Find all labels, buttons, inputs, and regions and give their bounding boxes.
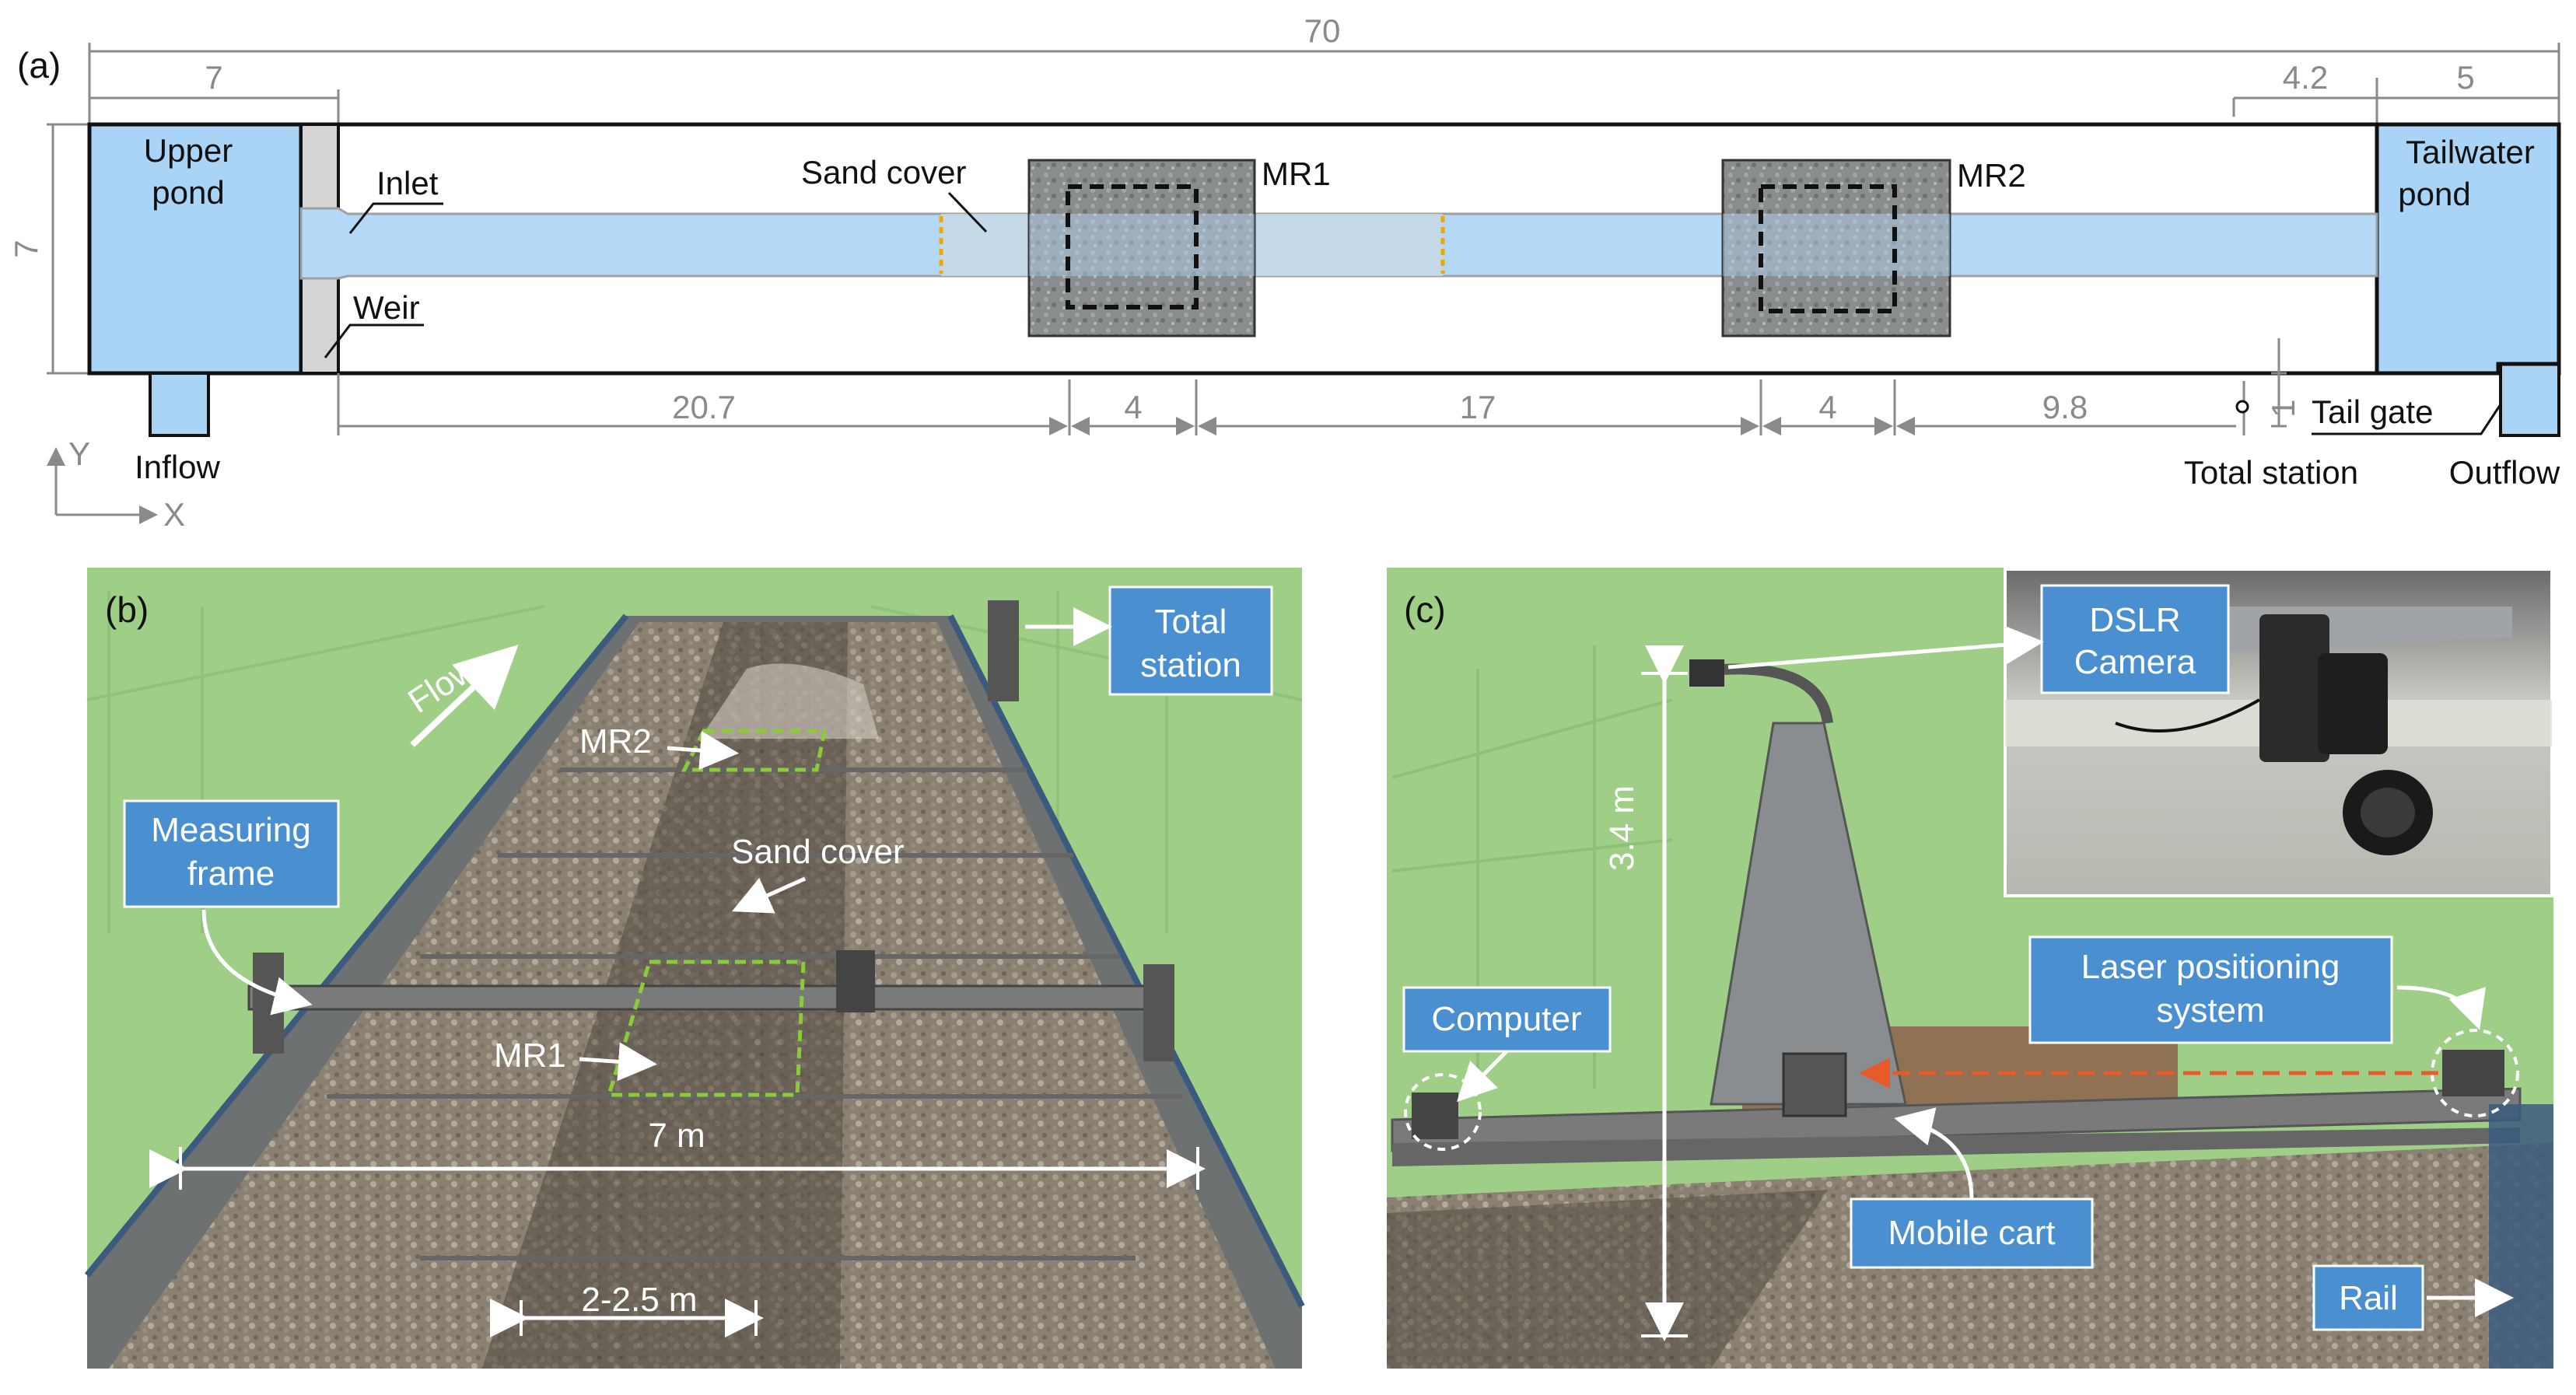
camera-boom bbox=[1710, 663, 1833, 725]
measuring-frame-box bbox=[123, 799, 340, 908]
outflow-pipe bbox=[2499, 362, 2560, 437]
mobile-cart-box bbox=[1782, 1052, 1847, 1117]
tailwater-pond-label-2: pond bbox=[2398, 176, 2470, 212]
dim-upper-length: 7 bbox=[205, 59, 222, 96]
computer-box bbox=[1402, 986, 1612, 1053]
axis-x-label: X bbox=[163, 496, 185, 533]
total-station-label: Total station bbox=[2184, 454, 2358, 491]
dslr-box bbox=[2040, 584, 2230, 694]
mr2-region bbox=[681, 729, 828, 772]
rail-side bbox=[2489, 1104, 2553, 1369]
mobile-cart-label: Mobile cart bbox=[1888, 1214, 2055, 1252]
sand-cover-label: Sand cover bbox=[801, 154, 966, 191]
upper-pond-label-2: pond bbox=[152, 174, 224, 211]
panel-c: (c) DSLR Camera 3.4 m Computer Laser pos… bbox=[1387, 568, 2553, 1369]
mobile-cart-box-label bbox=[1850, 1197, 2094, 1269]
axis-y-label: Y bbox=[68, 435, 90, 472]
computer-label: Computer bbox=[1431, 1000, 1581, 1038]
dim-tail-offset: 4.2 bbox=[2283, 59, 2328, 96]
total-station-marker bbox=[2235, 400, 2249, 414]
dslr-camera-body bbox=[2259, 614, 2329, 762]
panel-b-label: (b) bbox=[105, 589, 149, 630]
measuring-frame-label-1: Measuring bbox=[151, 811, 310, 849]
weir-label: Weir bbox=[353, 289, 420, 326]
mr1-measuring-box bbox=[1066, 184, 1199, 309]
laser-device bbox=[2442, 1050, 2504, 1096]
dslr-label-2: Camera bbox=[2074, 643, 2196, 681]
tailwater-pond-label-1: Tailwater bbox=[2406, 134, 2535, 170]
flow-arrow bbox=[410, 645, 519, 747]
dim-bottom-5: 9.8 bbox=[2042, 389, 2088, 425]
rail-box bbox=[2312, 1264, 2424, 1331]
inlet-label: Inlet bbox=[376, 165, 439, 201]
dim-width: 7 bbox=[8, 239, 44, 257]
total-station-label-2: station bbox=[1140, 646, 1241, 684]
mr1-label: MR1 bbox=[494, 1037, 566, 1075]
computer-highlight bbox=[1404, 1073, 1482, 1151]
panel-a-label: (a) bbox=[17, 45, 61, 86]
sand-cover-label: Sand cover bbox=[731, 833, 905, 871]
inflow-label: Inflow bbox=[135, 449, 220, 485]
measuring-frame-beam bbox=[247, 984, 1168, 1011]
tail-gate bbox=[2496, 362, 2559, 373]
axes-indicator bbox=[47, 447, 158, 524]
dslr-label-1: DSLR bbox=[2089, 601, 2180, 639]
total-station-device bbox=[988, 600, 1019, 701]
dim-tail-length: 5 bbox=[2456, 59, 2474, 96]
dim-bottom-1: 20.7 bbox=[672, 389, 736, 425]
height-dim-label: 3.4 m bbox=[1603, 785, 1641, 871]
rail-label: Rail bbox=[2339, 1279, 2398, 1317]
laser-label-1: Laser positioning bbox=[2081, 948, 2340, 986]
tail-gate-label: Tail gate bbox=[2312, 393, 2433, 430]
outflow-label: Outflow bbox=[2449, 454, 2560, 491]
dim-bottom-2: 4 bbox=[1124, 389, 1142, 425]
laser-label-2: system bbox=[2156, 991, 2264, 1030]
width-dim-label: 7 m bbox=[648, 1117, 705, 1155]
top-dimension-lines bbox=[47, 43, 2560, 375]
measuring-frame-label-2: frame bbox=[187, 855, 275, 893]
dim-total: 70 bbox=[1304, 12, 1341, 49]
bottom-dimension-lines bbox=[337, 338, 2287, 435]
dim-station-offset: 1 bbox=[2265, 399, 2301, 417]
camera-tower bbox=[1710, 722, 1907, 1106]
mr2-label: MR2 bbox=[579, 722, 652, 760]
computer-device bbox=[1412, 1093, 1458, 1139]
panel-b: (b) Flow Total station Measuring frame M… bbox=[84, 568, 1305, 1369]
spacing-dim-label: 2-2.5 m bbox=[581, 1281, 697, 1319]
mr2-measuring-box bbox=[1759, 184, 1897, 313]
total-station-label-1: Total bbox=[1155, 603, 1227, 641]
measuring-frame-cart bbox=[836, 950, 875, 1012]
dim-bottom-4: 4 bbox=[1818, 389, 1836, 425]
camera-on-boom bbox=[1689, 659, 1724, 687]
mr2-label: MR2 bbox=[1957, 157, 2026, 194]
sand-cover-area bbox=[700, 663, 879, 739]
upper-pond-label-1: Upper bbox=[144, 132, 233, 169]
tailwater-pond bbox=[2375, 122, 2561, 376]
dim-bottom-3: 17 bbox=[1460, 389, 1496, 425]
panel-a: (a) 70 7 4.2 5 7 bbox=[8, 12, 2561, 533]
mr1-label: MR1 bbox=[1262, 156, 1331, 192]
upper-pond bbox=[87, 122, 303, 376]
total-station-box bbox=[1108, 586, 1273, 696]
laser-highlight bbox=[2431, 1029, 2519, 1117]
laser-box bbox=[2028, 935, 2393, 1044]
inflow-pipe bbox=[149, 372, 210, 437]
panel-c-label: (c) bbox=[1404, 589, 1446, 630]
